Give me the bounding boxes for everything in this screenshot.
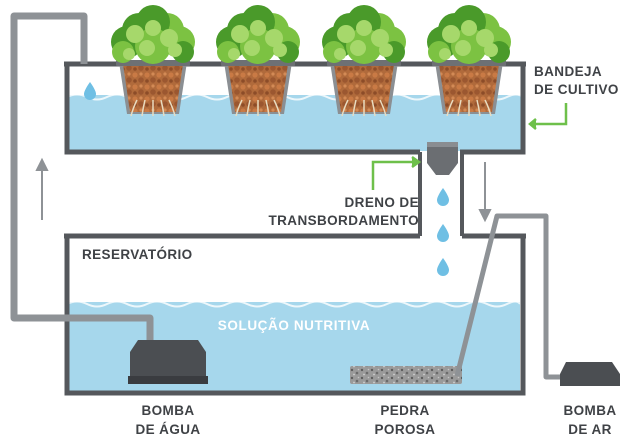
grow-tray-label-line2: DE CULTIVO <box>534 82 619 97</box>
flow-arrows <box>35 157 492 223</box>
tray-outline <box>64 64 526 155</box>
air-stone-label-line2: POROSA <box>375 422 436 437</box>
air-pump-label-line2: DE AR <box>568 422 612 437</box>
water-drop-icon <box>437 188 449 206</box>
lettuce-plant-icon <box>216 5 300 117</box>
air-tube <box>454 213 568 380</box>
water-pump-label-line2: DE ÁGUA <box>135 422 200 437</box>
drain-walls <box>418 152 464 236</box>
water-pump-label-line1: BOMBA <box>142 403 195 418</box>
air-pump-icon <box>560 362 620 386</box>
arrow-down-icon <box>478 209 492 223</box>
drain-funnel <box>427 142 458 175</box>
lettuce-plant-icon <box>322 5 406 117</box>
water-supply-pipe <box>10 12 154 345</box>
air-pump-label-line1: BOMBA <box>564 403 617 418</box>
plant-row <box>111 5 511 117</box>
water-drop-icon <box>84 82 96 100</box>
water-drop-icon <box>437 258 449 276</box>
overflow-drain-label-line2: TRANSBORDAMENTO <box>269 213 420 228</box>
overflow-drain <box>418 142 464 236</box>
water-drop-icon <box>437 224 449 242</box>
lettuce-plant-icon <box>111 5 195 117</box>
nutrient-solution-label: SOLUÇÃO NUTRITIVA <box>218 318 370 333</box>
grow-tray-label-line1: BANDEJA <box>534 64 602 79</box>
air-stone <box>350 366 462 384</box>
overflow-drain-label-line1: DRENO DE <box>345 195 419 210</box>
air-stone-label-line1: PEDRA <box>380 403 429 418</box>
label-pointers <box>371 103 568 190</box>
reservoir-label: RESERVATÓRIO <box>82 247 193 262</box>
water-pump-icon <box>130 340 206 384</box>
lettuce-plant-icon <box>427 5 511 117</box>
arrow-up-icon <box>35 157 49 171</box>
